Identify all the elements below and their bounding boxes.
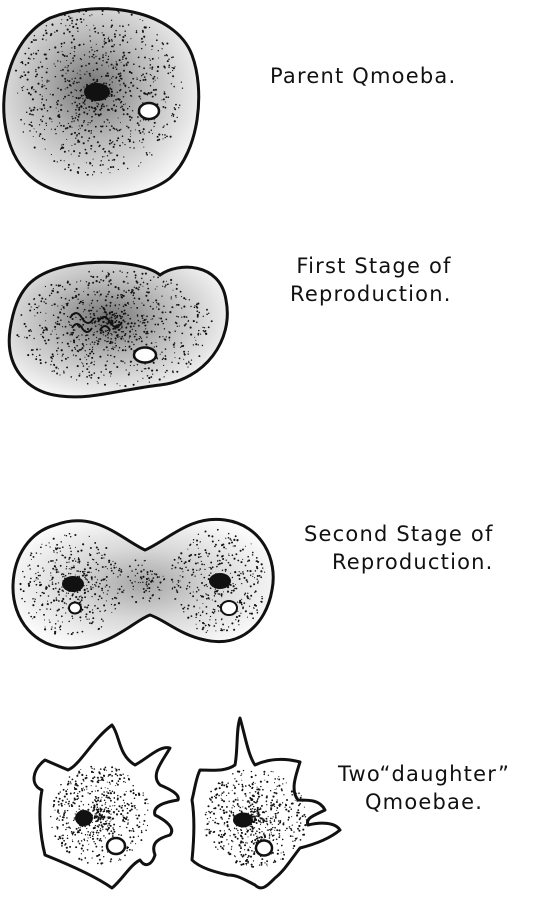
parent-amoeba	[2, 7, 201, 199]
second-stage-nucleus-left	[62, 576, 84, 592]
label-second-stage-line-1: Second Stage of	[304, 522, 494, 546]
first-stage-cytoplasm	[16, 270, 213, 388]
label-first-stage-line-2: Reproduction.	[290, 282, 452, 306]
second-stage-vacuole-right	[220, 600, 238, 616]
label-first-stage-line-1: First Stage of	[296, 254, 452, 278]
second-stage-amoeba	[11, 517, 275, 650]
daughter-right-vacuole	[254, 839, 274, 857]
daughter-left-vacuole	[105, 836, 127, 856]
second-stage-cytoplasm-left	[19, 532, 125, 636]
first-stage-amoeba	[7, 260, 229, 399]
label-daughters-line-2: Qmoebae.	[364, 790, 484, 814]
daughter-right-nucleus	[233, 812, 253, 828]
first-stage-dividing-nucleus	[69, 312, 123, 333]
second-stage-cytoplasm-bridge	[127, 559, 166, 604]
daughter-right-membrane	[190, 716, 342, 890]
daughter-amoeba-right	[190, 716, 342, 890]
parent-amoeba-nucleus	[84, 83, 110, 101]
second-stage-nucleus-right	[209, 573, 231, 589]
daughter-left-membrane	[32, 723, 180, 890]
label-daughters: Two“daughter” Qmoebae.	[338, 760, 510, 816]
label-parent: Parent Qmoeba.	[270, 62, 456, 90]
daughter-left-nucleus	[75, 810, 93, 826]
label-first-stage: First Stage of Reproduction.	[290, 252, 452, 308]
daughter-amoeba-left	[32, 723, 180, 890]
label-parent-line-1: Parent Qmoeba.	[270, 64, 457, 88]
parent-amoeba-vacuole	[137, 101, 161, 121]
first-stage-vacuole	[132, 346, 158, 364]
second-stage-vacuole-left	[68, 601, 82, 615]
label-second-stage-line-2: Reproduction.	[331, 550, 494, 574]
label-second-stage: Second Stage of Reproduction.	[304, 520, 494, 576]
label-daughters-line-1: Two“daughter”	[338, 762, 511, 786]
